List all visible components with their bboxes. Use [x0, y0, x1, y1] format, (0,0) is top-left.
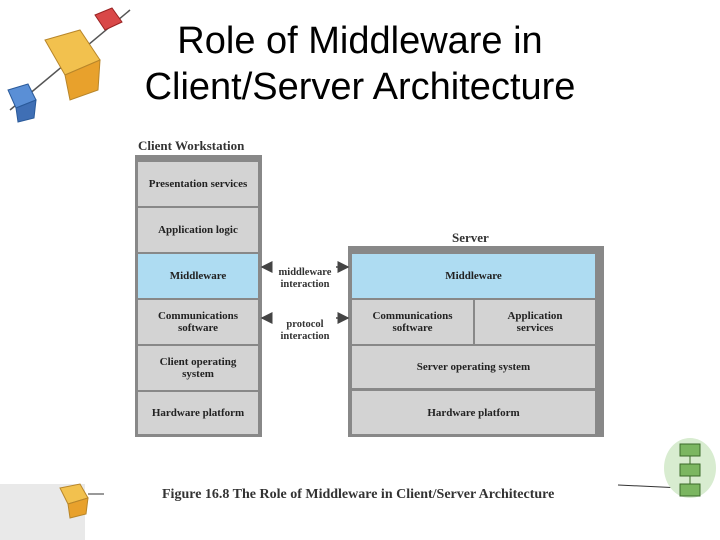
server-application-services: Application services	[475, 300, 595, 344]
server-communications-software: Communications software	[352, 300, 473, 344]
flowchart-clipart-bottom-right	[617, 438, 716, 498]
server-operating-system: Server operating system	[352, 346, 595, 388]
server-header: Server	[452, 230, 489, 245]
client-hardware-platform: Hardware platform	[138, 392, 258, 434]
client-workstation-header: Client Workstation	[138, 138, 245, 153]
hand-cube-clipart-bottom-left	[0, 483, 104, 540]
middleware-interaction-label: middleware interaction	[278, 267, 332, 290]
protocol-interaction-label: protocol interaction	[280, 319, 330, 342]
cubes-clipart-top-left	[7, 7, 131, 123]
slide-title: Role of Middleware in Client/Server Arch…	[144, 20, 576, 108]
server-middleware: Middleware	[352, 254, 595, 298]
client-middleware: Middleware	[138, 254, 258, 298]
client-presentation-services: Presentation services	[138, 162, 258, 206]
figure-caption: Figure 16.8 The Role of Middleware in Cl…	[162, 487, 555, 502]
client-operating-system: Client operating system	[138, 346, 258, 390]
server-hardware-platform: Hardware platform	[352, 391, 595, 434]
client-application-logic: Application logic	[138, 208, 258, 252]
client-communications-software: Communications software	[138, 300, 258, 344]
